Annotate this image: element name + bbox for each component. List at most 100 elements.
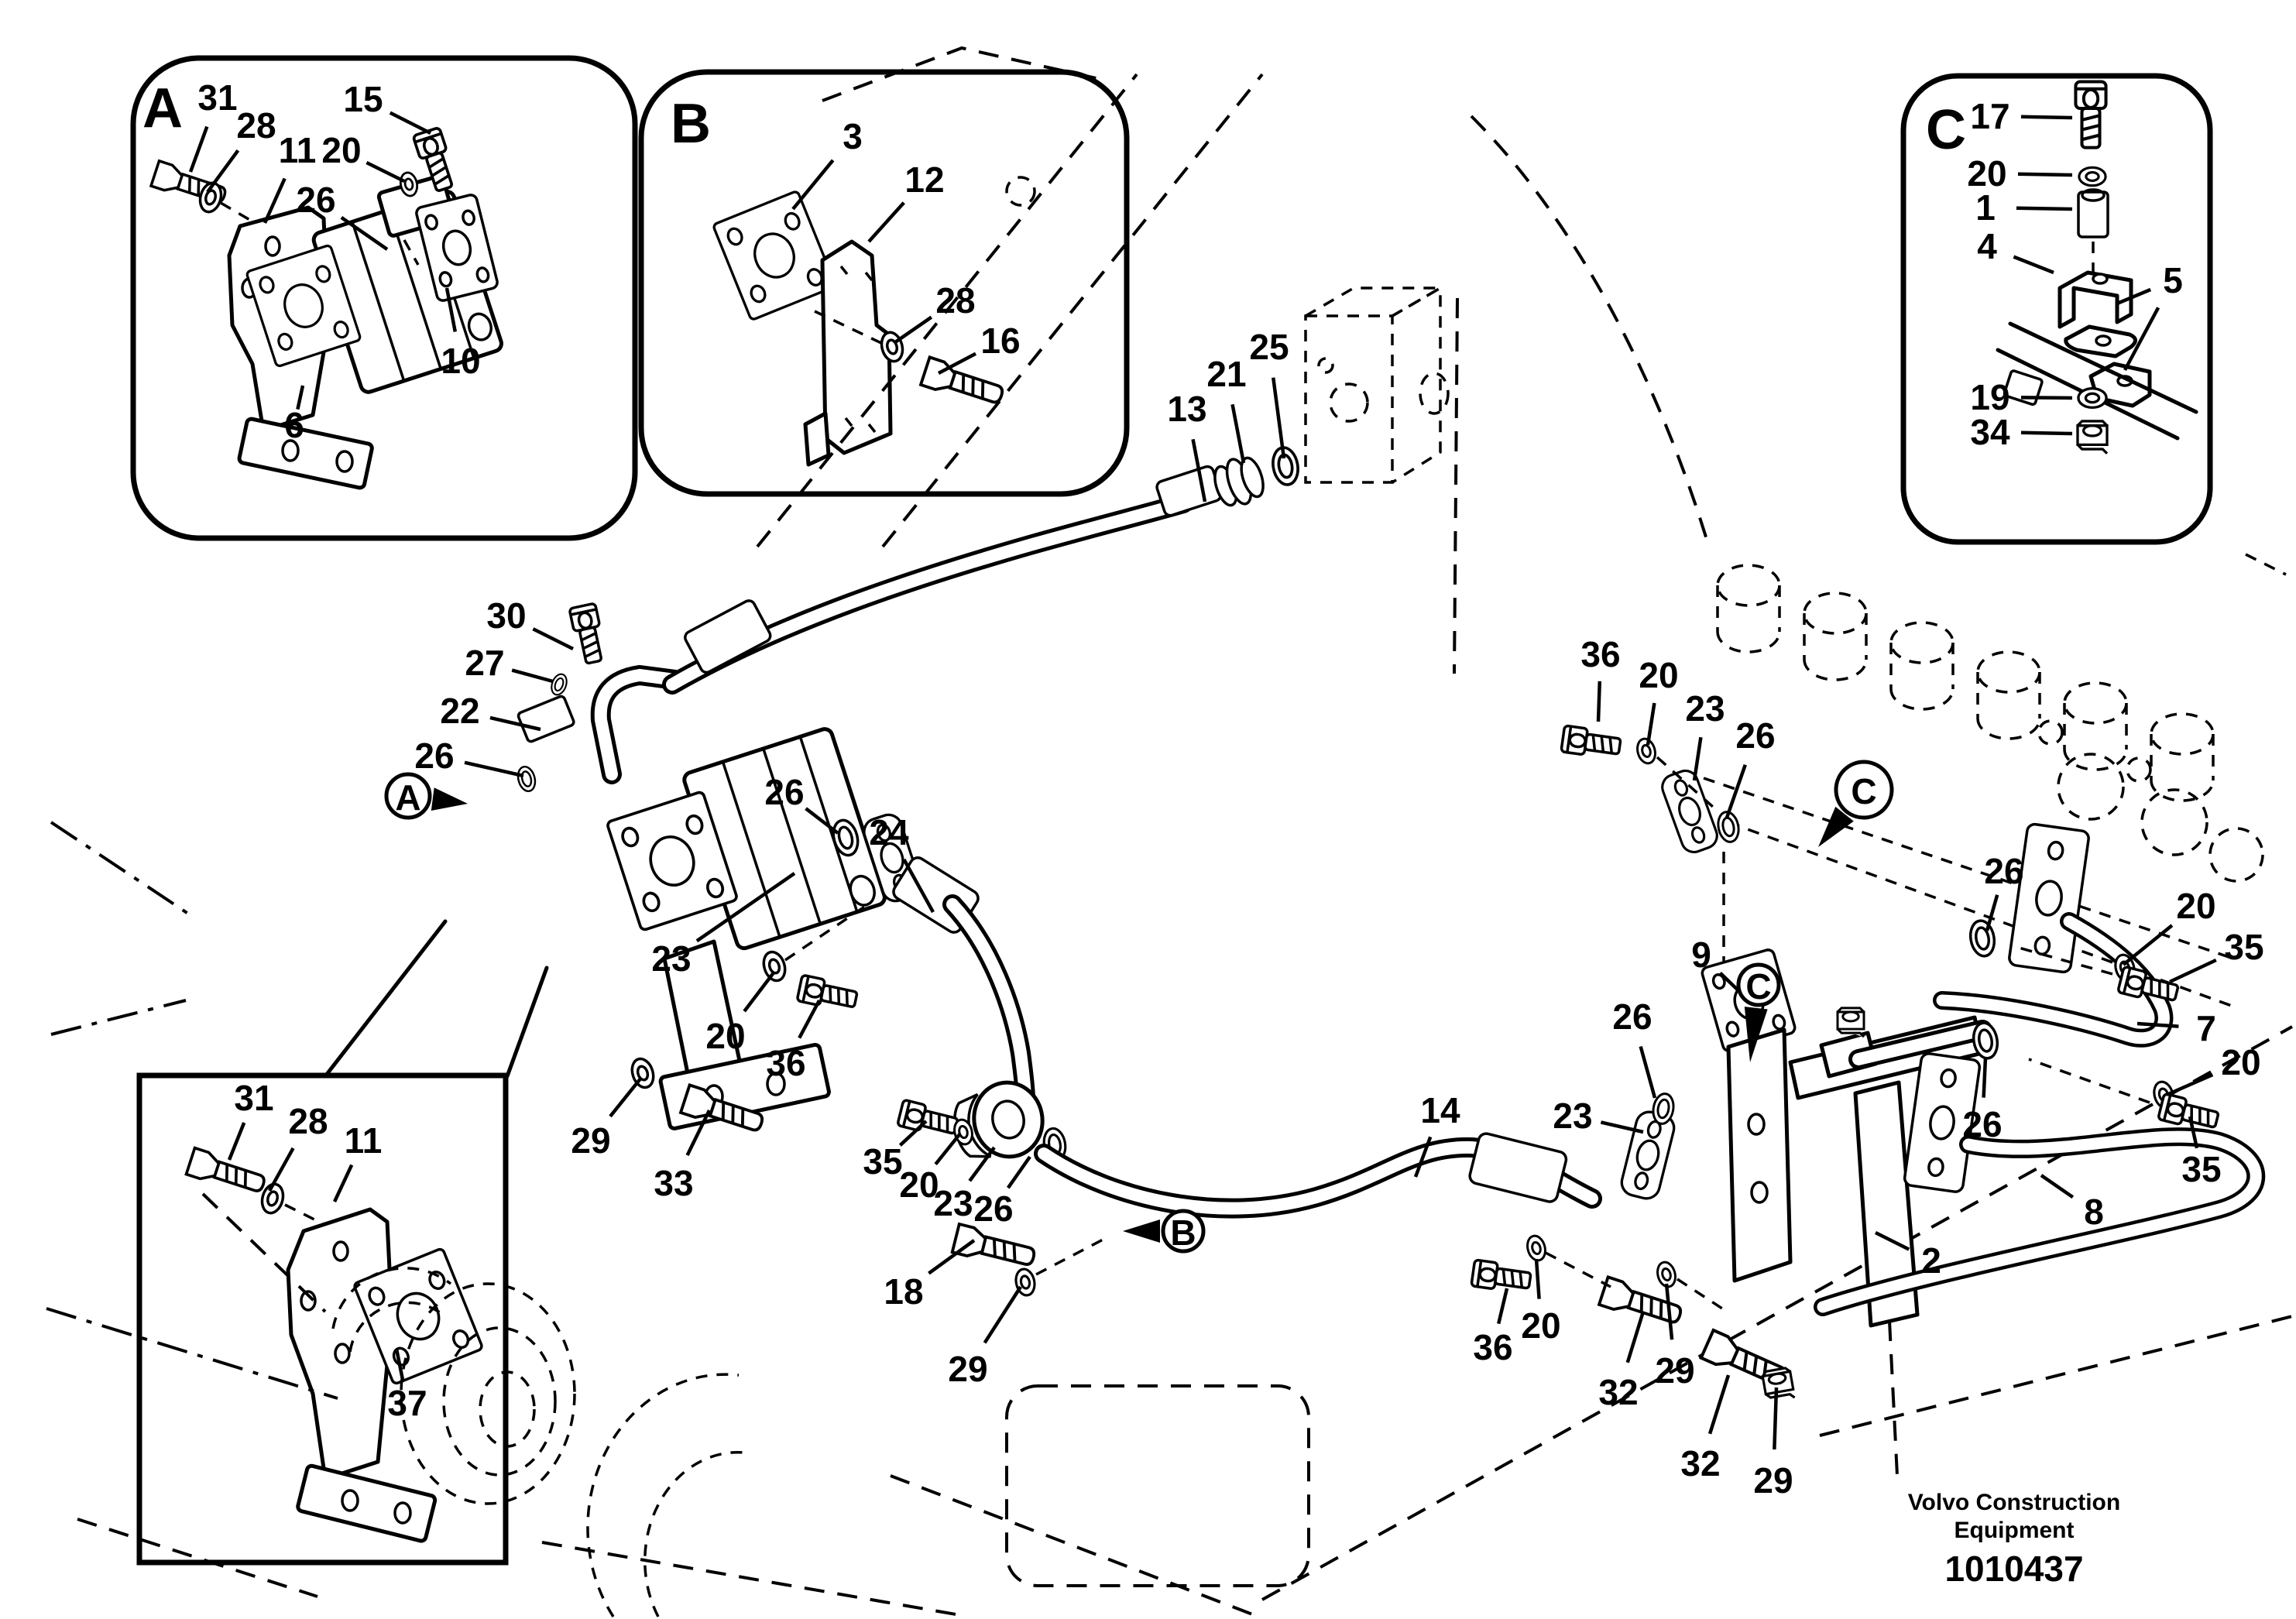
socket-bolt-icon bbox=[1560, 724, 1623, 761]
svg-text:11: 11 bbox=[345, 1120, 383, 1161]
svg-text:23: 23 bbox=[651, 938, 691, 979]
socket-bolt-icon bbox=[568, 602, 609, 667]
hex-bolt-icon bbox=[184, 1146, 269, 1199]
washer-icon bbox=[627, 1055, 658, 1092]
svg-text:36: 36 bbox=[766, 1043, 805, 1083]
part-callout-14: 14 bbox=[1413, 1090, 1460, 1178]
inset-a-art bbox=[149, 125, 503, 490]
part-callout-19: 19 bbox=[1970, 377, 2073, 417]
svg-text:33: 33 bbox=[654, 1163, 693, 1203]
flange-clamp bbox=[1618, 1107, 1678, 1203]
svg-text:26: 26 bbox=[1984, 851, 2023, 891]
connector-fitting bbox=[1213, 456, 1265, 507]
part-callout-26: 26 bbox=[1962, 1057, 2003, 1144]
svg-text:20: 20 bbox=[899, 1165, 939, 1205]
svg-text:34: 34 bbox=[1970, 412, 2010, 452]
svg-text:5: 5 bbox=[2163, 260, 2183, 300]
part-callout-20: 20 bbox=[705, 970, 776, 1056]
part-callout-32: 32 bbox=[1680, 1374, 1731, 1484]
svg-text:29: 29 bbox=[1753, 1460, 1793, 1501]
svg-text:37: 37 bbox=[387, 1383, 427, 1423]
part-callout-22: 22 bbox=[440, 691, 541, 732]
part-callout-26: 26 bbox=[414, 736, 524, 778]
hose-end-fitting bbox=[1155, 465, 1223, 517]
footer: Volvo Construction Equipment 1010437 bbox=[1908, 1490, 2120, 1589]
svg-text:23: 23 bbox=[1685, 688, 1725, 729]
part-callout-34: 34 bbox=[1970, 412, 2073, 452]
socket-bolt-icon bbox=[795, 973, 860, 1014]
svg-text:27: 27 bbox=[465, 643, 504, 683]
figure-number: 1010437 bbox=[1944, 1549, 2083, 1589]
part-callout-4: 4 bbox=[1977, 226, 2054, 275]
o-ring-icon bbox=[547, 671, 571, 698]
svg-text:26: 26 bbox=[414, 736, 454, 776]
svg-text:14: 14 bbox=[1420, 1090, 1460, 1130]
brand-line-2: Equipment bbox=[1955, 1518, 2075, 1543]
part-callout-13: 13 bbox=[1167, 389, 1207, 503]
svg-text:16: 16 bbox=[980, 321, 1020, 361]
svg-text:29: 29 bbox=[948, 1349, 987, 1389]
svg-text:20: 20 bbox=[321, 130, 361, 170]
svg-text:32: 32 bbox=[1598, 1372, 1638, 1412]
part-callout-26: 26 bbox=[764, 772, 839, 835]
inset-b-art bbox=[711, 189, 1007, 467]
part-callout-7: 7 bbox=[2136, 1008, 2216, 1048]
inset-b-letter: B bbox=[671, 93, 711, 155]
part-callout-30: 30 bbox=[486, 595, 575, 651]
hose-13 bbox=[662, 444, 1302, 695]
svg-text:20: 20 bbox=[705, 1016, 745, 1056]
view-marker-A: A bbox=[384, 772, 468, 820]
svg-text:23: 23 bbox=[933, 1183, 973, 1223]
part-callout-20: 20 bbox=[1639, 655, 1679, 746]
svg-text:31: 31 bbox=[197, 77, 237, 118]
part-callout-20: 20 bbox=[1521, 1258, 1561, 1346]
part-callout-26: 26 bbox=[1984, 851, 2024, 931]
svg-text:2: 2 bbox=[1921, 1240, 1941, 1281]
part-callout-29: 29 bbox=[1753, 1387, 1793, 1501]
o-ring-icon bbox=[514, 763, 539, 794]
washer-icon bbox=[1633, 736, 1659, 767]
part-callout-32: 32 bbox=[1598, 1311, 1646, 1412]
svg-text:28: 28 bbox=[236, 105, 276, 146]
part-callout-24: 24 bbox=[869, 812, 935, 914]
svg-text:18: 18 bbox=[884, 1271, 923, 1312]
svg-text:29: 29 bbox=[571, 1120, 610, 1161]
svg-text:23: 23 bbox=[1553, 1096, 1592, 1136]
part-callout-10: 10 bbox=[441, 287, 481, 381]
nut-icon bbox=[1836, 1007, 1865, 1038]
svg-text:30: 30 bbox=[486, 595, 526, 636]
svg-text:19: 19 bbox=[1970, 377, 2009, 417]
washer-icon bbox=[1523, 1233, 1550, 1264]
inset-frame-a bbox=[130, 55, 638, 541]
part-callout-8: 8 bbox=[2040, 1174, 2104, 1232]
inset-frame-b bbox=[638, 69, 1130, 497]
part-callout-26: 26 bbox=[1725, 715, 1776, 818]
part-callout-28: 28 bbox=[894, 280, 976, 344]
detail-box-art bbox=[184, 1146, 485, 1543]
nut-icon bbox=[2076, 420, 2109, 455]
part-callout-36: 36 bbox=[1580, 634, 1621, 722]
svg-text:29: 29 bbox=[1655, 1350, 1694, 1391]
washer-icon bbox=[759, 948, 790, 985]
svg-text:26: 26 bbox=[296, 180, 335, 220]
part-callout-36: 36 bbox=[1473, 1288, 1513, 1367]
part-callout-3: 3 bbox=[791, 116, 863, 211]
svg-text:4: 4 bbox=[1977, 226, 1997, 266]
part-callout-20: 20 bbox=[321, 130, 405, 184]
part-callout-2: 2 bbox=[1874, 1230, 1941, 1281]
svg-text:26: 26 bbox=[973, 1189, 1013, 1229]
part-callout-31: 31 bbox=[188, 77, 238, 173]
svg-text:35: 35 bbox=[2181, 1149, 2221, 1189]
svg-text:11: 11 bbox=[279, 130, 317, 170]
hose-24-and-14 bbox=[828, 810, 1678, 1219]
svg-text:21: 21 bbox=[1206, 354, 1246, 394]
svg-text:B: B bbox=[1170, 1213, 1196, 1253]
part-callout-11: 11 bbox=[263, 130, 317, 224]
svg-text:3: 3 bbox=[843, 116, 863, 156]
svg-text:35: 35 bbox=[863, 1141, 902, 1182]
socket-bolt-icon bbox=[896, 1098, 961, 1141]
svg-text:25: 25 bbox=[1249, 327, 1289, 367]
o-ring-icon bbox=[1966, 917, 1999, 960]
inset-frame-c bbox=[1900, 73, 2213, 545]
